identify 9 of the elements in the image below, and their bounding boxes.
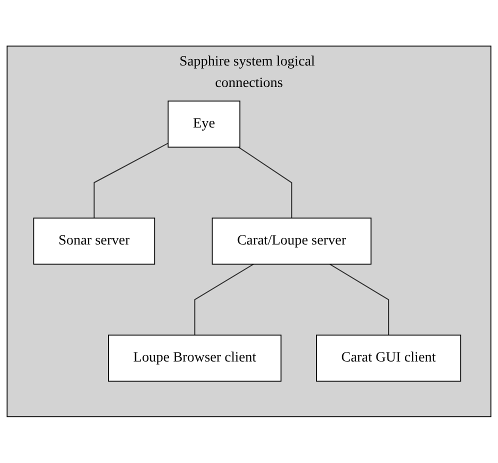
node-box: Carat GUI client — [316, 334, 462, 382]
connector — [330, 264, 390, 336]
connector — [238, 146, 292, 218]
connector — [194, 264, 254, 336]
node-box: Carat/Loupe server — [212, 218, 372, 265]
node-box: Eye — [168, 100, 240, 148]
connector — [94, 142, 168, 218]
node-box: Loupe Browser client — [108, 334, 282, 382]
node-box: Sonar server — [33, 218, 156, 265]
